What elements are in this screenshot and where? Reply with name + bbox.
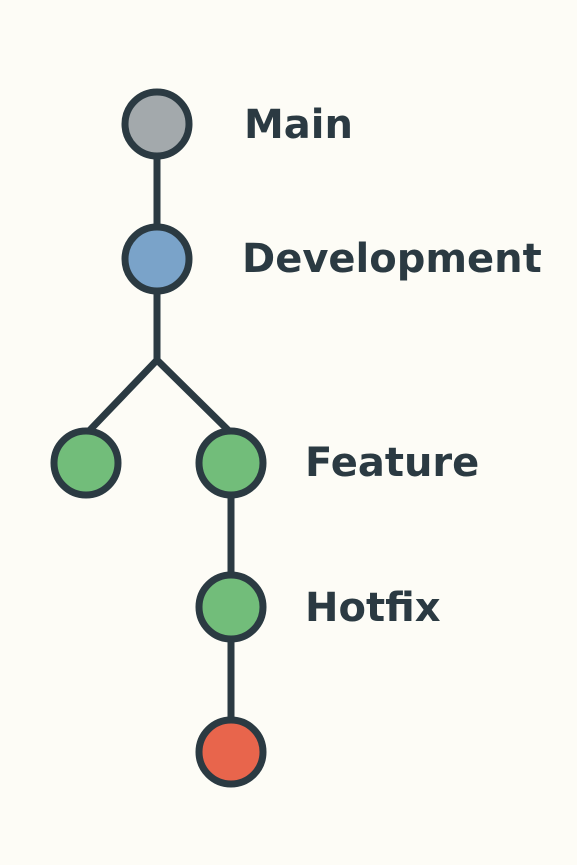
node-feature (195, 427, 267, 499)
node-main (121, 88, 193, 160)
edge-split-left-branch (85, 356, 161, 435)
node-terminal (195, 716, 267, 788)
label-development: Development (242, 236, 542, 282)
node-development (121, 223, 193, 295)
node-hotfix (195, 571, 267, 643)
label-feature: Feature (305, 440, 480, 486)
edge-split-feature (153, 356, 233, 435)
label-hotfix: Hotfix (305, 585, 441, 631)
node-left-branch (50, 427, 122, 499)
label-main: Main (244, 102, 353, 148)
